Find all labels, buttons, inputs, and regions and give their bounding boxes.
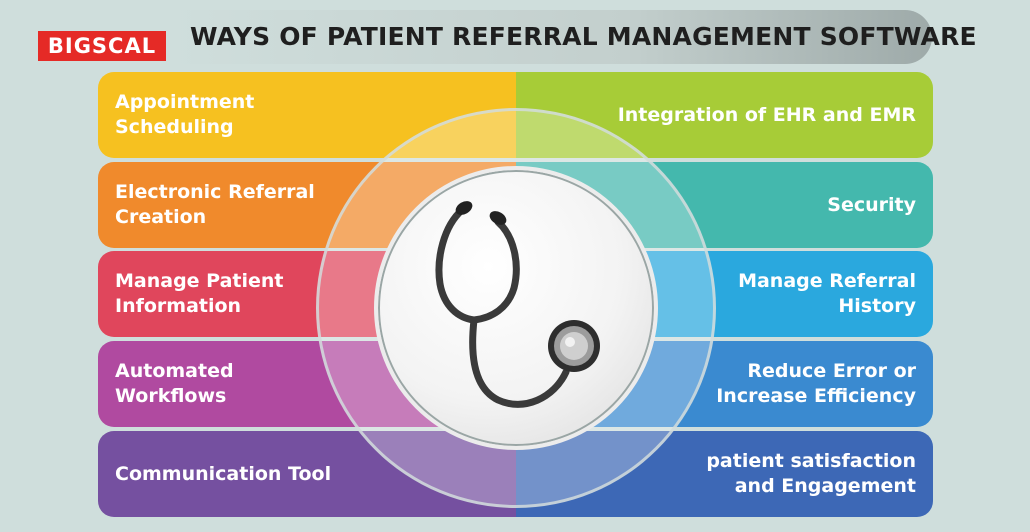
right-item-label: Reduce Error or Increase Efficiency bbox=[716, 360, 916, 407]
left-item-label: Automated Workflows bbox=[115, 360, 234, 407]
page-title: WAYS OF PATIENT REFERRAL MANAGEMENT SOFT… bbox=[190, 22, 977, 51]
title-bar bbox=[170, 10, 932, 64]
left-item-label: Communication Tool bbox=[115, 462, 332, 485]
stethoscope-icon bbox=[435, 201, 600, 408]
right-item-label: Integration of EHR and EMR bbox=[617, 103, 916, 126]
left-item-label: Electronic Referral Creation bbox=[115, 181, 315, 228]
right-item-label: Security bbox=[827, 193, 916, 216]
right-item-label: patient satisfaction and Engagement bbox=[706, 450, 916, 497]
left-item-label: Manage Patient Information bbox=[115, 270, 284, 317]
left-item-label: Appointment Scheduling bbox=[115, 91, 255, 138]
right-item-label: Manage Referral History bbox=[738, 270, 916, 317]
brand-logo: BIGSCAL bbox=[38, 31, 166, 61]
